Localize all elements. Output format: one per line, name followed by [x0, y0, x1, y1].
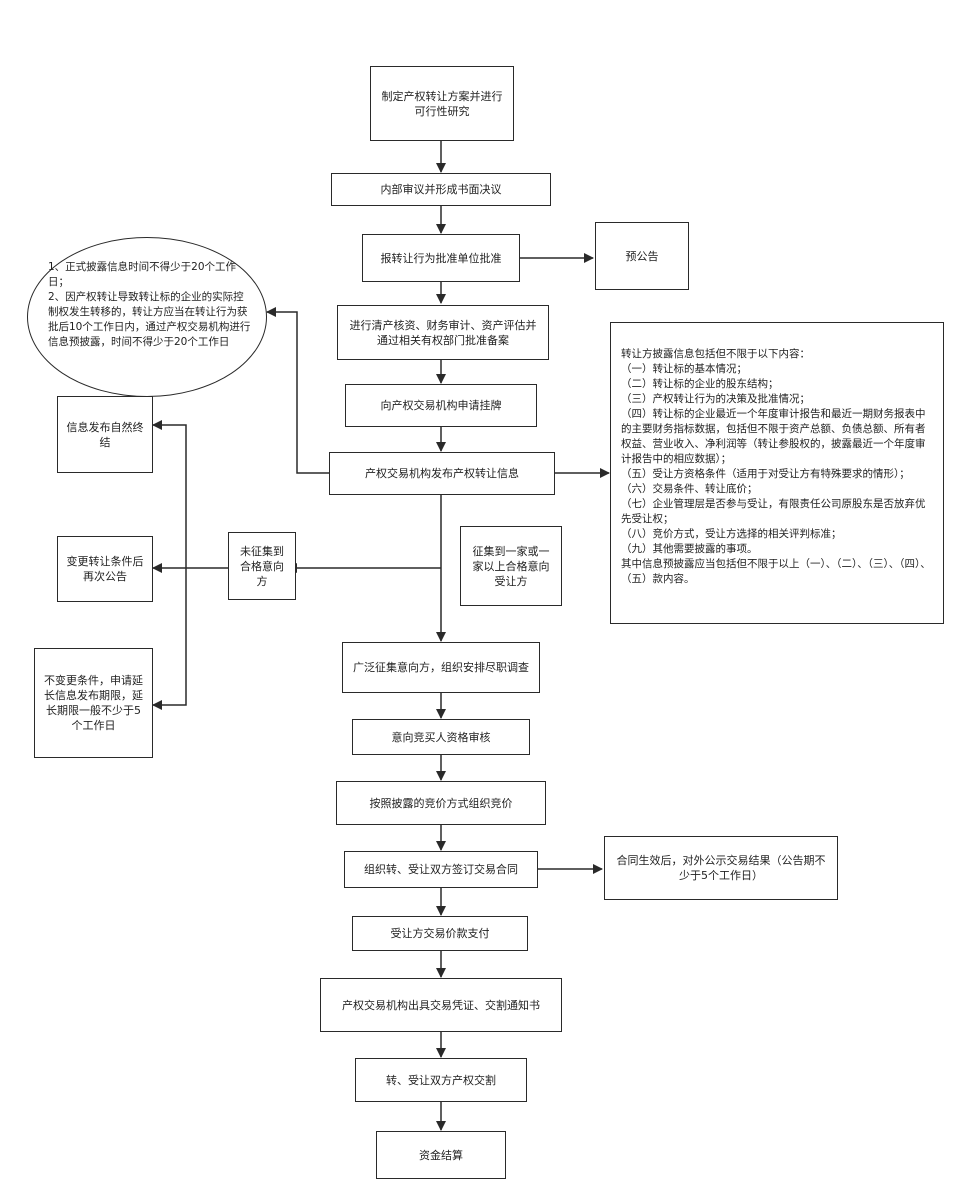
node-sign-contract: 组织转、受让双方签订交易合同: [344, 851, 538, 888]
info-disclosure-content: 转让方披露信息包括但不限于以下内容： （一）转让标的基本情况； （二）转让标的企…: [610, 322, 944, 624]
info-line-3: （三）产权转让行为的决策及批准情况；: [621, 393, 810, 405]
node-no-buyer: 未征集到合格意向方: [228, 532, 296, 600]
node-solicit: 广泛征集意向方，组织安排尽职调查: [342, 642, 540, 693]
node-bidding: 按照披露的竞价方式组织竞价: [336, 781, 546, 825]
note-line-1: 1、正式披露信息时间不得少于20个工作日；: [48, 261, 237, 288]
info-line-0: 转让方披露信息包括但不限于以下内容：: [621, 348, 810, 360]
node-internal-review: 内部审议并形成书面决议: [331, 173, 551, 206]
arrow-n6-note: [266, 307, 329, 474]
node-change-terms: 变更转让条件后再次公告: [57, 536, 153, 602]
note-disclosure-rules: 1、正式披露信息时间不得少于20个工作日； 2、因产权转让导致转让标的企业的实际…: [27, 237, 267, 397]
node-audit: 进行清产核资、财务审计、资产评估并通过相关有权部门批准备案: [337, 305, 549, 360]
node-publish-info: 产权交易机构发布产权转让信息: [329, 452, 555, 495]
info-line-5: （五）受让方资格条件（适用于对受让方有特殊要求的情形）；: [621, 468, 910, 480]
info-line-7: （七）企业管理层是否参与受让，有限责任公司原股东是否放弃优先受让权；: [621, 498, 926, 525]
node-publish-result: 合同生效后，对外公示交易结果（公告期不少于5个工作日）: [604, 836, 838, 900]
info-line-9: （九）其他需要披露的事项。: [621, 543, 758, 555]
node-apply-listing: 向产权交易机构申请挂牌: [345, 384, 537, 427]
info-line-6: （六）交易条件、转让底价；: [621, 483, 758, 495]
node-issue-certificate: 产权交易机构出具交易凭证、交割通知书: [320, 978, 562, 1032]
node-has-buyer: 征集到一家或一家以上合格意向受让方: [460, 526, 562, 606]
node-end-info: 信息发布自然终结: [57, 396, 153, 473]
node-extend-period: 不变更条件，申请延长信息发布期限，延长期限一般不少于5个工作日: [34, 648, 153, 758]
info-line-2: （二）转让标的企业的股东结构；: [621, 378, 779, 390]
node-settlement: 资金结算: [376, 1131, 506, 1179]
info-line-1: （一）转让标的基本情况；: [621, 363, 747, 375]
arrow-to-end: [152, 420, 187, 568]
node-payment: 受让方交易价款支付: [352, 916, 528, 951]
info-line-10: 其中信息预披露应当包括但不限于以上（一）、（二）、（三）、（四）、（五）款内容。: [621, 558, 931, 585]
node-approval: 报转让行为批准单位批准: [362, 234, 520, 282]
info-line-4: （四）转让标的企业最近一个年度审计报告和最近一期财务报表中的主要财务指标数据，包…: [621, 408, 926, 465]
node-qualification: 意向竞买人资格审核: [352, 719, 530, 755]
node-pre-announce: 预公告: [595, 222, 689, 290]
info-line-8: （八）竞价方式，受让方选择的相关评判标准；: [621, 528, 842, 540]
note-line-2: 2、因产权转让导致转让标的企业的实际控制权发生转移的，转让方应当在转让行为获批后…: [48, 291, 251, 348]
node-handover: 转、受让双方产权交割: [355, 1058, 527, 1102]
node-draft-plan: 制定产权转让方案并进行可行性研究: [370, 66, 514, 141]
arrow-to-extend: [152, 568, 187, 710]
